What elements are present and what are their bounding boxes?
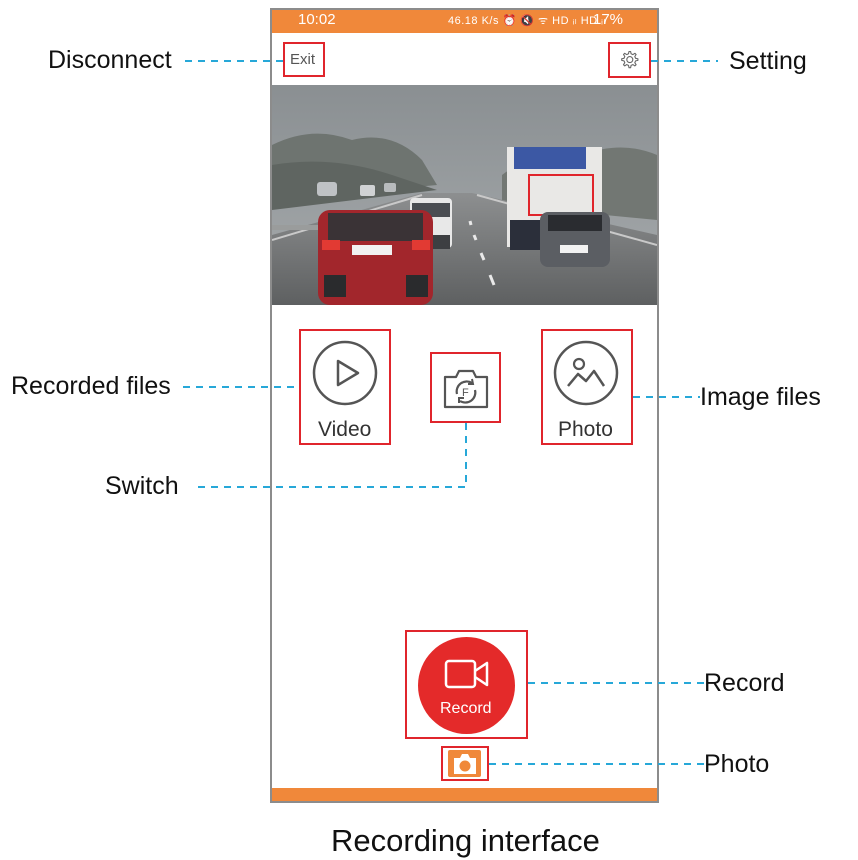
bottom-nav-bar (272, 788, 657, 801)
photo-button-label[interactable]: Photo (558, 418, 613, 441)
record-highlight (405, 630, 528, 739)
callout-setting: Setting (729, 47, 807, 75)
status-battery: 17% (593, 11, 624, 28)
status-bar (272, 10, 657, 33)
camera-preview (272, 85, 657, 305)
status-time: 10:02 (298, 11, 336, 28)
exit-button[interactable]: Exit (290, 51, 316, 68)
play-circle-icon[interactable] (312, 340, 378, 406)
image-circle-icon[interactable] (553, 340, 619, 406)
record-button-label: Record (440, 700, 492, 717)
status-icons: 46.18 K/s ⏰ 🔇 ᯤ HD ᵢₗ HD ᵢₗ (448, 15, 606, 27)
callout-record: Record (704, 669, 785, 697)
camera-icon (454, 754, 476, 774)
camera-switch-icon[interactable]: F (442, 368, 490, 410)
video-files-highlight (299, 329, 391, 445)
callout-switch: Switch (105, 472, 179, 500)
callout-photo: Photo (704, 750, 770, 778)
callout-recorded-files: Recorded files (11, 372, 171, 400)
image-files-highlight (541, 329, 633, 445)
gear-icon[interactable] (617, 48, 641, 72)
video-button-label[interactable]: Video (318, 418, 372, 441)
switch-highlight (430, 352, 501, 423)
callout-disconnect: Disconnect (48, 46, 172, 74)
figure-caption: Recording interface (331, 823, 600, 858)
callout-image-files: Image files (700, 383, 821, 411)
svg-text:F: F (462, 387, 469, 399)
photo-shot-highlight (441, 746, 489, 781)
exit-highlight (283, 42, 325, 77)
video-camera-icon (444, 659, 489, 689)
settings-highlight (608, 42, 651, 78)
record-button[interactable] (418, 637, 515, 734)
